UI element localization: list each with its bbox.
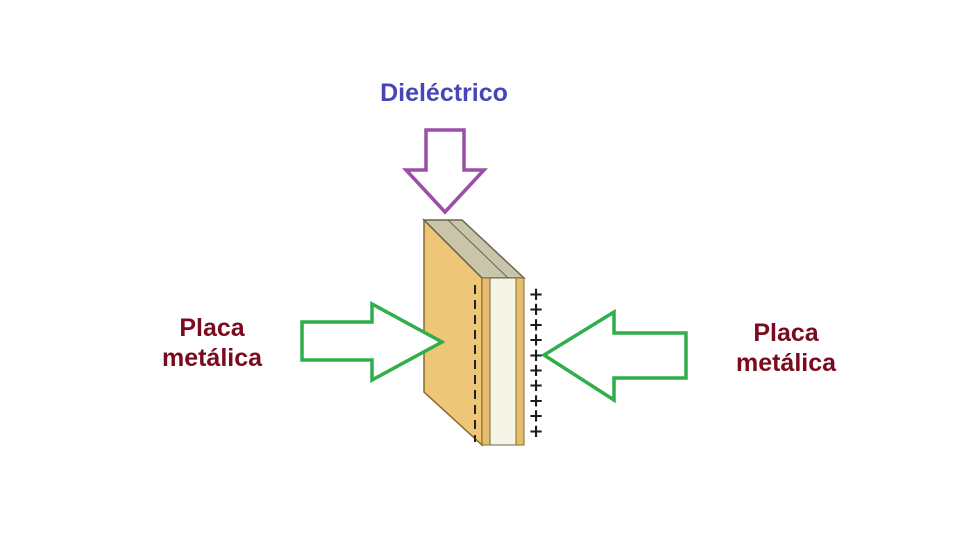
dielectric-label: Dieléctrico — [344, 78, 544, 108]
right-plate-label-line1: Placa — [753, 319, 819, 347]
plus-sign: + — [528, 299, 543, 320]
plus-sign: + — [528, 330, 543, 351]
positive-charges: ++++++++++ — [528, 284, 543, 442]
plus-sign: + — [528, 360, 543, 381]
plus-sign: + — [528, 406, 543, 427]
left-plate-label: Placa metálica — [132, 313, 292, 373]
plus-sign: + — [528, 314, 543, 335]
left-plate-label-line1: Placa — [179, 314, 245, 342]
left-plate-label-line2: metálica — [161, 344, 263, 372]
plus-sign: + — [528, 390, 543, 411]
right-plate-label: Placa metálica — [706, 318, 866, 378]
back-plate-side — [515, 277, 525, 446]
right-plate-label-line2: metálica — [735, 349, 837, 377]
top-edge-divider — [447, 219, 509, 279]
plus-sign: + — [528, 345, 543, 366]
arrow-down-icon — [401, 128, 489, 215]
dielectric-layer — [489, 277, 517, 446]
dielectric-label-text: Dieléctrico — [380, 79, 508, 107]
arrow-right-icon — [300, 301, 446, 383]
front-plate-side — [481, 277, 491, 446]
plus-sign: + — [528, 375, 543, 396]
plus-sign: + — [528, 421, 543, 442]
plus-sign: + — [528, 284, 543, 305]
arrow-left-icon — [540, 308, 688, 404]
